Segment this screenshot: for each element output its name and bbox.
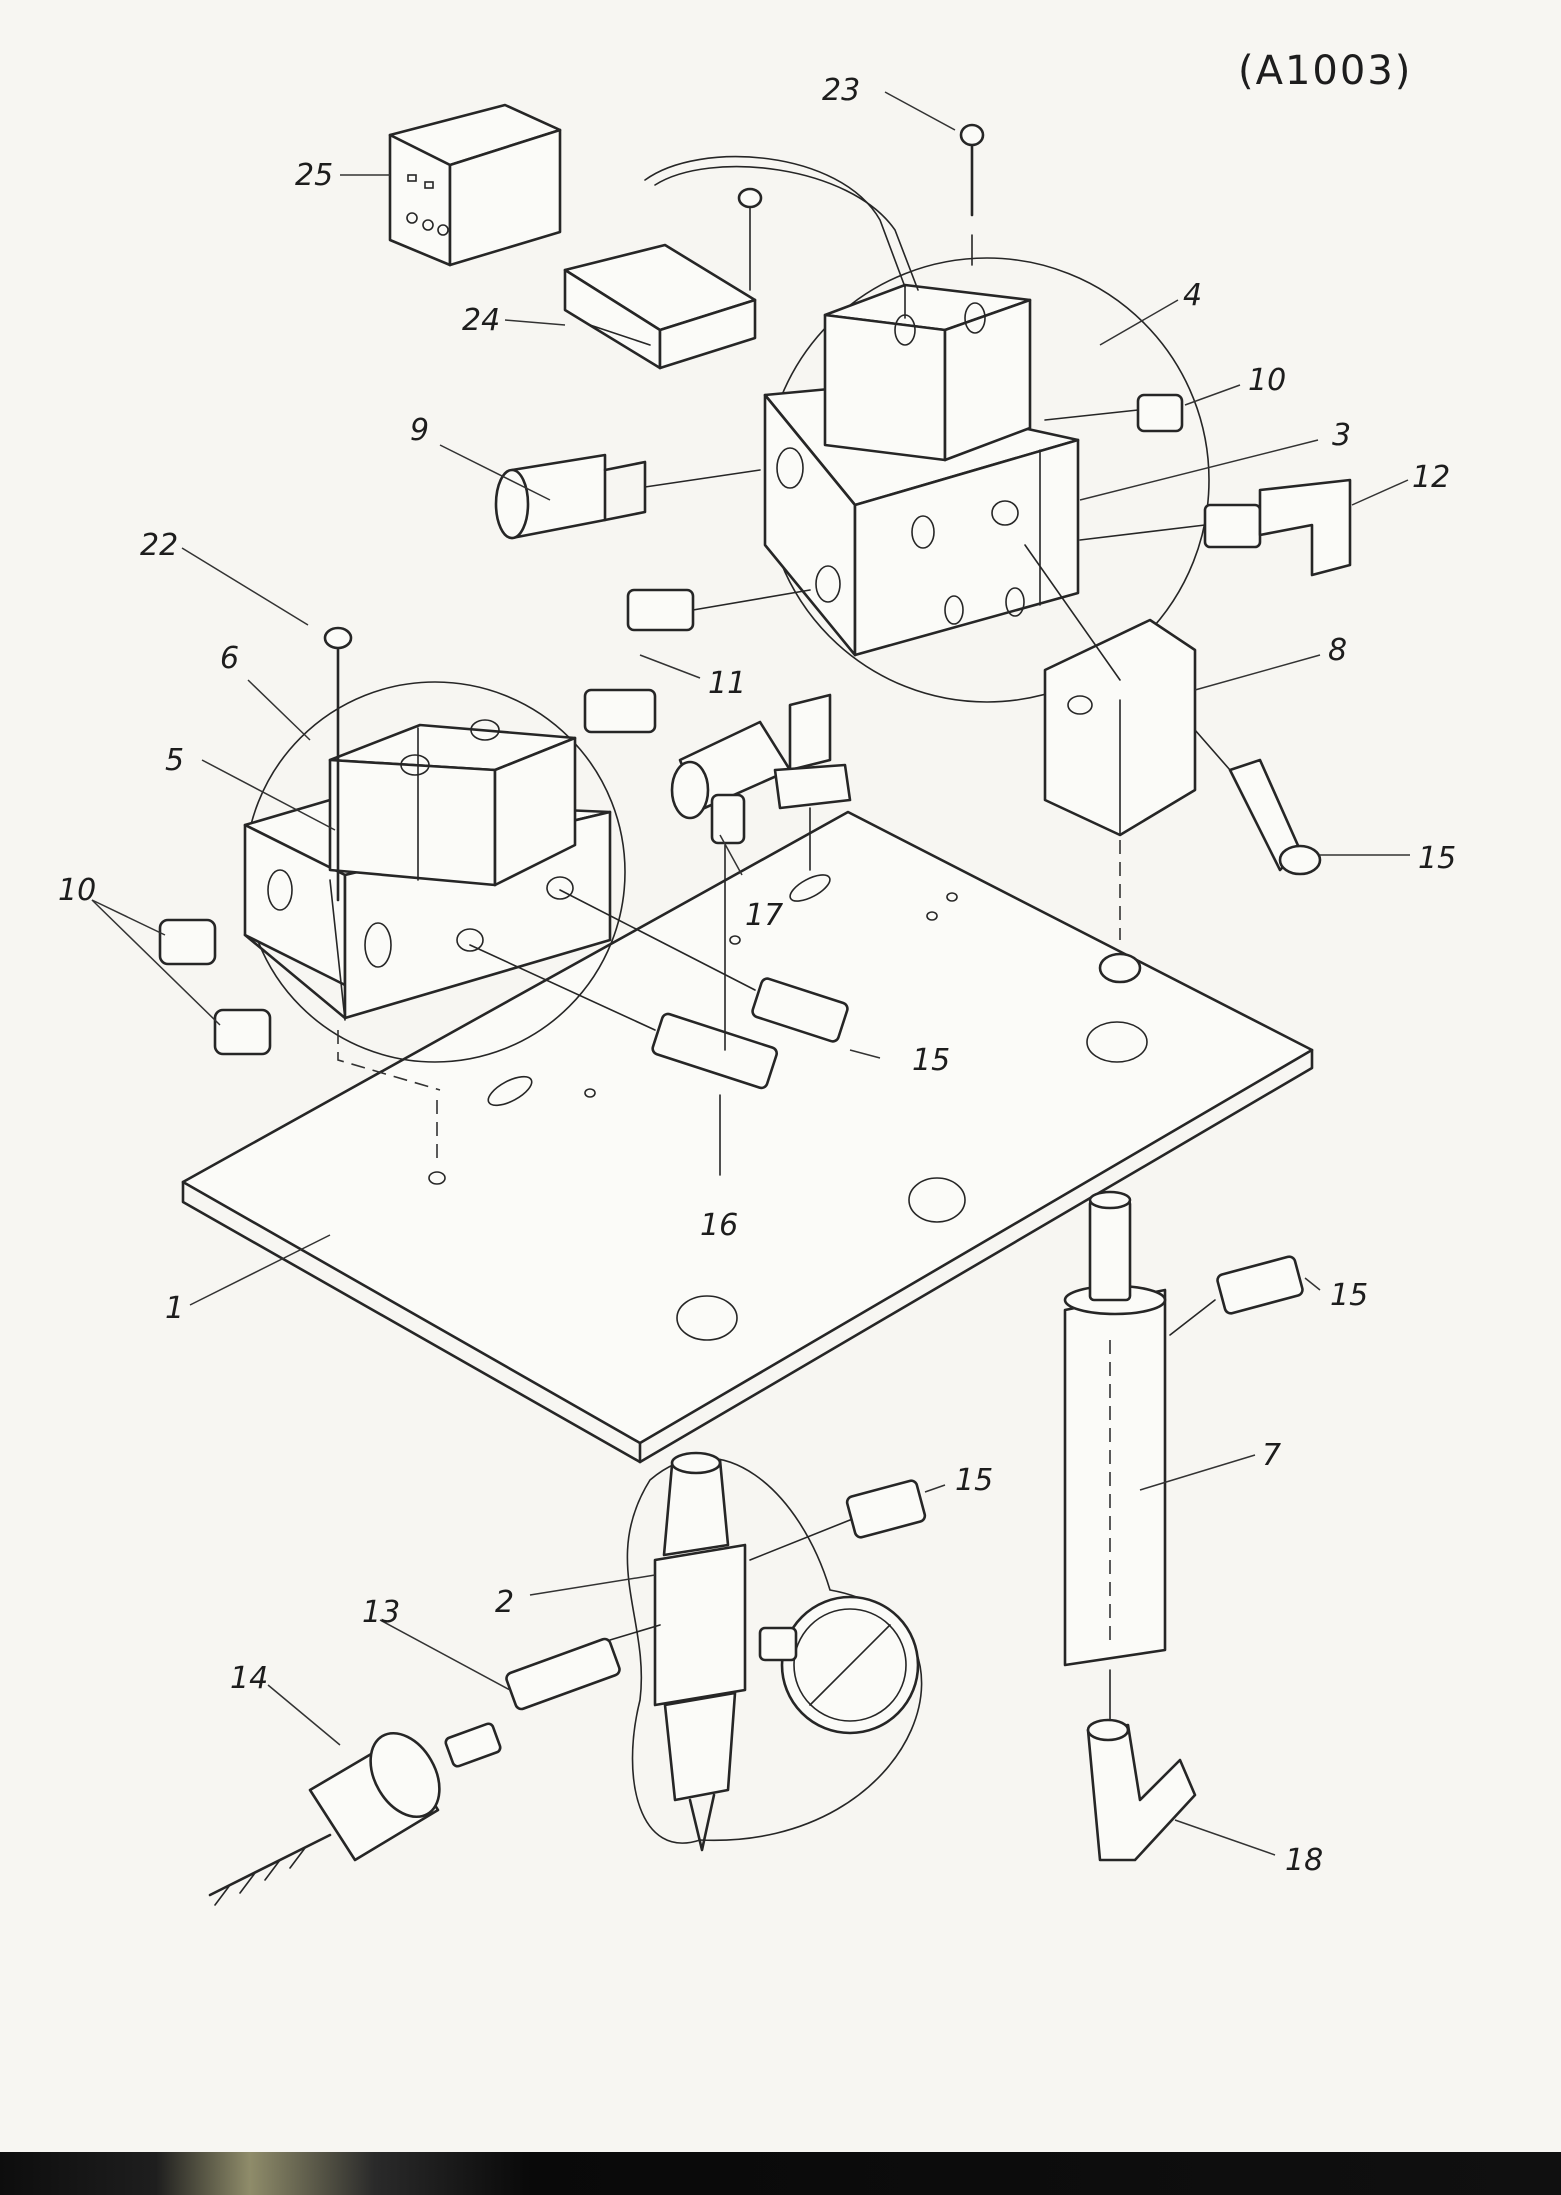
callout-15-right: 15 [1418,841,1456,876]
callout-23: 23 [822,73,860,108]
callout-3: 3 [1332,418,1351,453]
needle-valve-component [444,1625,660,1768]
callout-7: 7 [1262,1438,1281,1473]
elbow-fitting-component [1080,480,1350,575]
relay-component [390,105,560,265]
cap-component [496,455,760,538]
fitting-component [1045,395,1182,431]
callout-4: 4 [1183,278,1202,313]
callout-9: 9 [410,413,429,448]
callout-15-lower: 15 [955,1463,993,1498]
callout-15-mid: 15 [912,1043,950,1078]
callout-24: 24 [462,303,500,338]
hex-fitting-component [585,590,810,732]
callout-5: 5 [165,743,184,778]
callout-14: 14 [230,1661,268,1696]
callout-2: 2 [495,1585,514,1620]
callout-18: 18 [1285,1843,1323,1878]
callout-25: 25 [295,158,333,193]
upper-block-assembly [645,157,1209,702]
callout-6: 6 [220,641,239,676]
callout-17: 17 [745,898,783,933]
scan-bottom-edge [0,2152,1561,2195]
knob-component [210,1721,453,1905]
callout-11: 11 [708,666,746,701]
callout-15-side: 15 [1330,1278,1368,1313]
callout-12: 12 [1412,460,1450,495]
callout-16: 16 [700,1208,738,1243]
callout-8: 8 [1328,633,1347,668]
callout-13: 13 [362,1595,400,1630]
screw-component [961,125,983,265]
callout-10-lower: 10 [58,873,96,908]
regulator-component [627,1453,926,1850]
fitting-15-upper [1195,730,1320,874]
callout-10-upper: 10 [1248,363,1286,398]
cylinder-component [1065,1192,1165,1720]
fitting-15-side [1170,1255,1304,1335]
callout-22: 22 [140,528,178,563]
elbow-18-component [1088,1720,1195,1860]
callout-1: 1 [165,1291,184,1326]
socket-component [565,189,761,368]
